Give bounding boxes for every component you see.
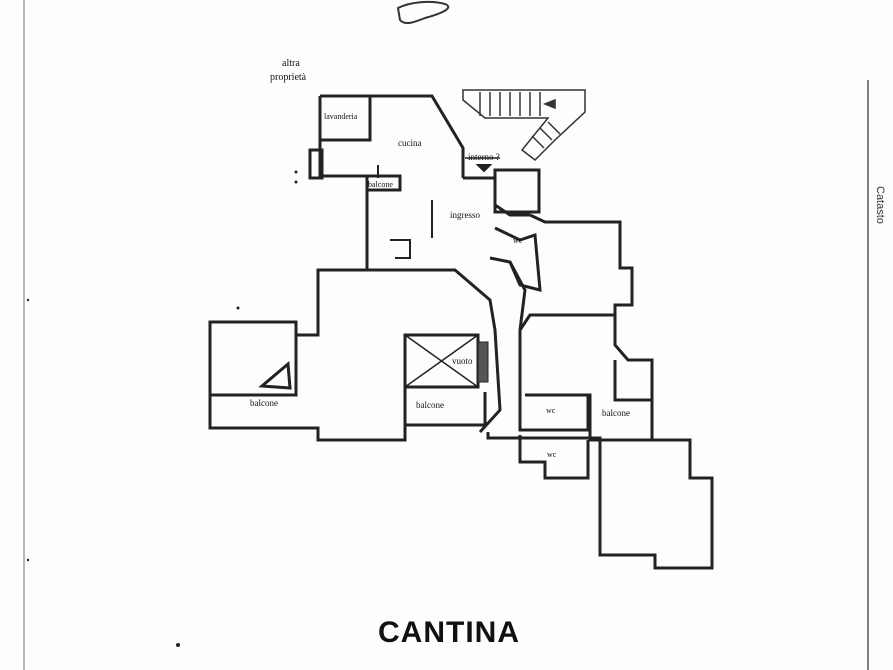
- wall-mid-balcone: [403, 387, 487, 427]
- wall-wc-mid: [518, 395, 590, 432]
- label-altra: altra: [282, 58, 300, 69]
- margin-dots: [26, 170, 298, 647]
- label-ingresso: ingresso: [450, 210, 480, 220]
- margin-note: Catasto: [874, 186, 886, 224]
- wall-left-room: [208, 268, 407, 442]
- label-balcone-left: balcone: [250, 398, 278, 408]
- door-marks: [377, 157, 500, 259]
- label-wc-top: wc: [513, 236, 523, 245]
- wall-right-upper: [518, 213, 634, 331]
- wall-cucina-left: [318, 140, 405, 272]
- plan-title: CANTINA: [378, 616, 520, 649]
- label-proprieta: proprietà: [270, 72, 307, 83]
- wall-wc-bottom: [518, 435, 590, 480]
- staircase: [462, 89, 586, 161]
- wall-triangle: [258, 360, 292, 390]
- label-interno: interno ?: [468, 152, 500, 162]
- wall-corridor-left: [405, 268, 502, 434]
- label-lavanderia: lavanderia: [324, 112, 358, 121]
- walls: [208, 94, 714, 570]
- label-balcone-small: balcone: [368, 180, 393, 189]
- wall-balcone-right: [613, 360, 652, 402]
- label-vuoto: vuoto: [452, 356, 473, 366]
- wall-balcone-small: [367, 174, 402, 192]
- label-balcone-right: balcone: [602, 408, 630, 418]
- label-balcone-mid: balcone: [416, 400, 444, 410]
- column-markers: [477, 341, 489, 383]
- wall-right-mid: [525, 313, 654, 442]
- wall-cucina-top: [370, 94, 465, 178]
- label-cucina: cucina: [398, 138, 422, 148]
- wall-stub-left: [308, 148, 324, 180]
- wall-wc-top: [489, 226, 542, 292]
- wall-left-balcone-inner: [210, 335, 298, 397]
- wall-lower-left: [488, 436, 602, 555]
- label-wc-bottom: wc: [547, 450, 557, 459]
- elevator-shaft: [493, 168, 541, 214]
- label-wc-mid: wc: [546, 406, 556, 415]
- wall-lavanderia: [318, 94, 372, 142]
- top-stamp-mark: [396, 0, 450, 25]
- vuoto-cross-2: [404, 334, 479, 388]
